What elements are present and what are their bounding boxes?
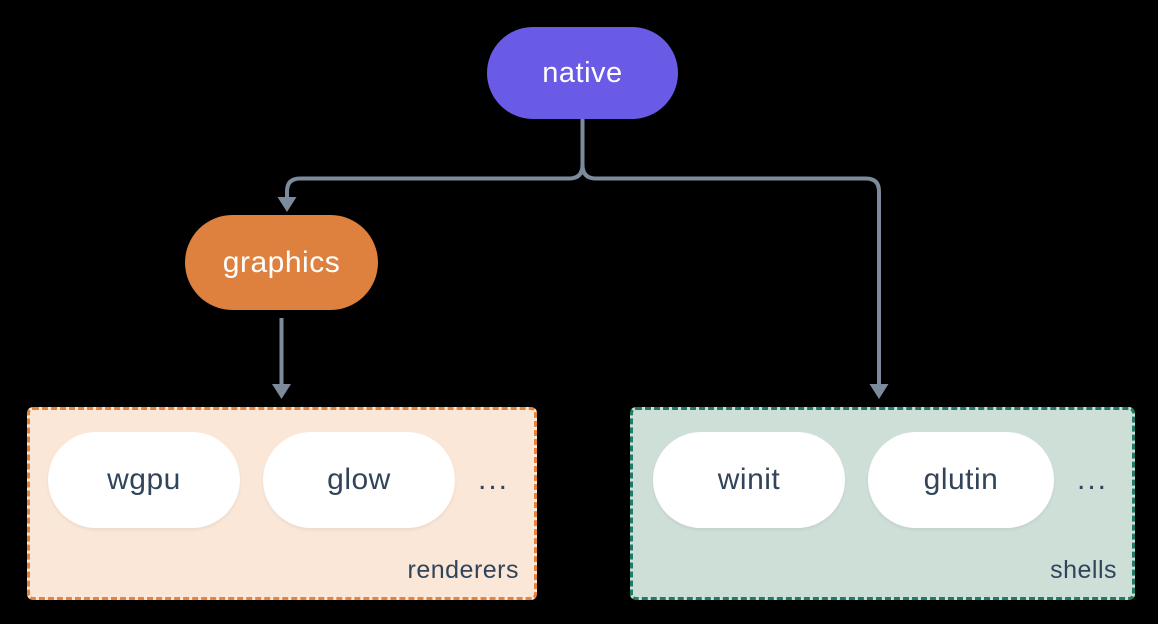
edge-native-to-graphics bbox=[277, 119, 585, 212]
pill-glow-label: glow bbox=[327, 463, 391, 496]
node-native-label: native bbox=[542, 56, 623, 89]
pill-wgpu: wgpu bbox=[48, 432, 240, 528]
node-native: native bbox=[487, 27, 678, 119]
pill-glow: glow bbox=[263, 432, 455, 528]
group-renderers: wgpu glow ... renderers bbox=[27, 407, 537, 600]
pill-winit: winit bbox=[653, 432, 845, 528]
shells-pill-row: winit glutin ... bbox=[633, 432, 1108, 528]
group-shells: winit glutin ... shells bbox=[630, 407, 1135, 600]
node-graphics: graphics bbox=[185, 215, 378, 310]
renderers-pill-row: wgpu glow ... bbox=[30, 432, 509, 528]
node-graphics-label: graphics bbox=[222, 245, 341, 279]
group-renderers-label: renderers bbox=[407, 556, 519, 584]
pill-wgpu-label: wgpu bbox=[107, 463, 181, 496]
group-shells-label: shells bbox=[1050, 556, 1117, 584]
edge-graphics-to-renderers bbox=[272, 318, 291, 399]
edge-native-to-shells bbox=[580, 119, 889, 399]
renderers-ellipsis: ... bbox=[478, 463, 510, 496]
pill-glutin: glutin bbox=[868, 432, 1054, 528]
pill-winit-label: winit bbox=[717, 463, 781, 496]
pill-glutin-label: glutin bbox=[923, 463, 999, 496]
shells-ellipsis: ... bbox=[1077, 463, 1109, 496]
